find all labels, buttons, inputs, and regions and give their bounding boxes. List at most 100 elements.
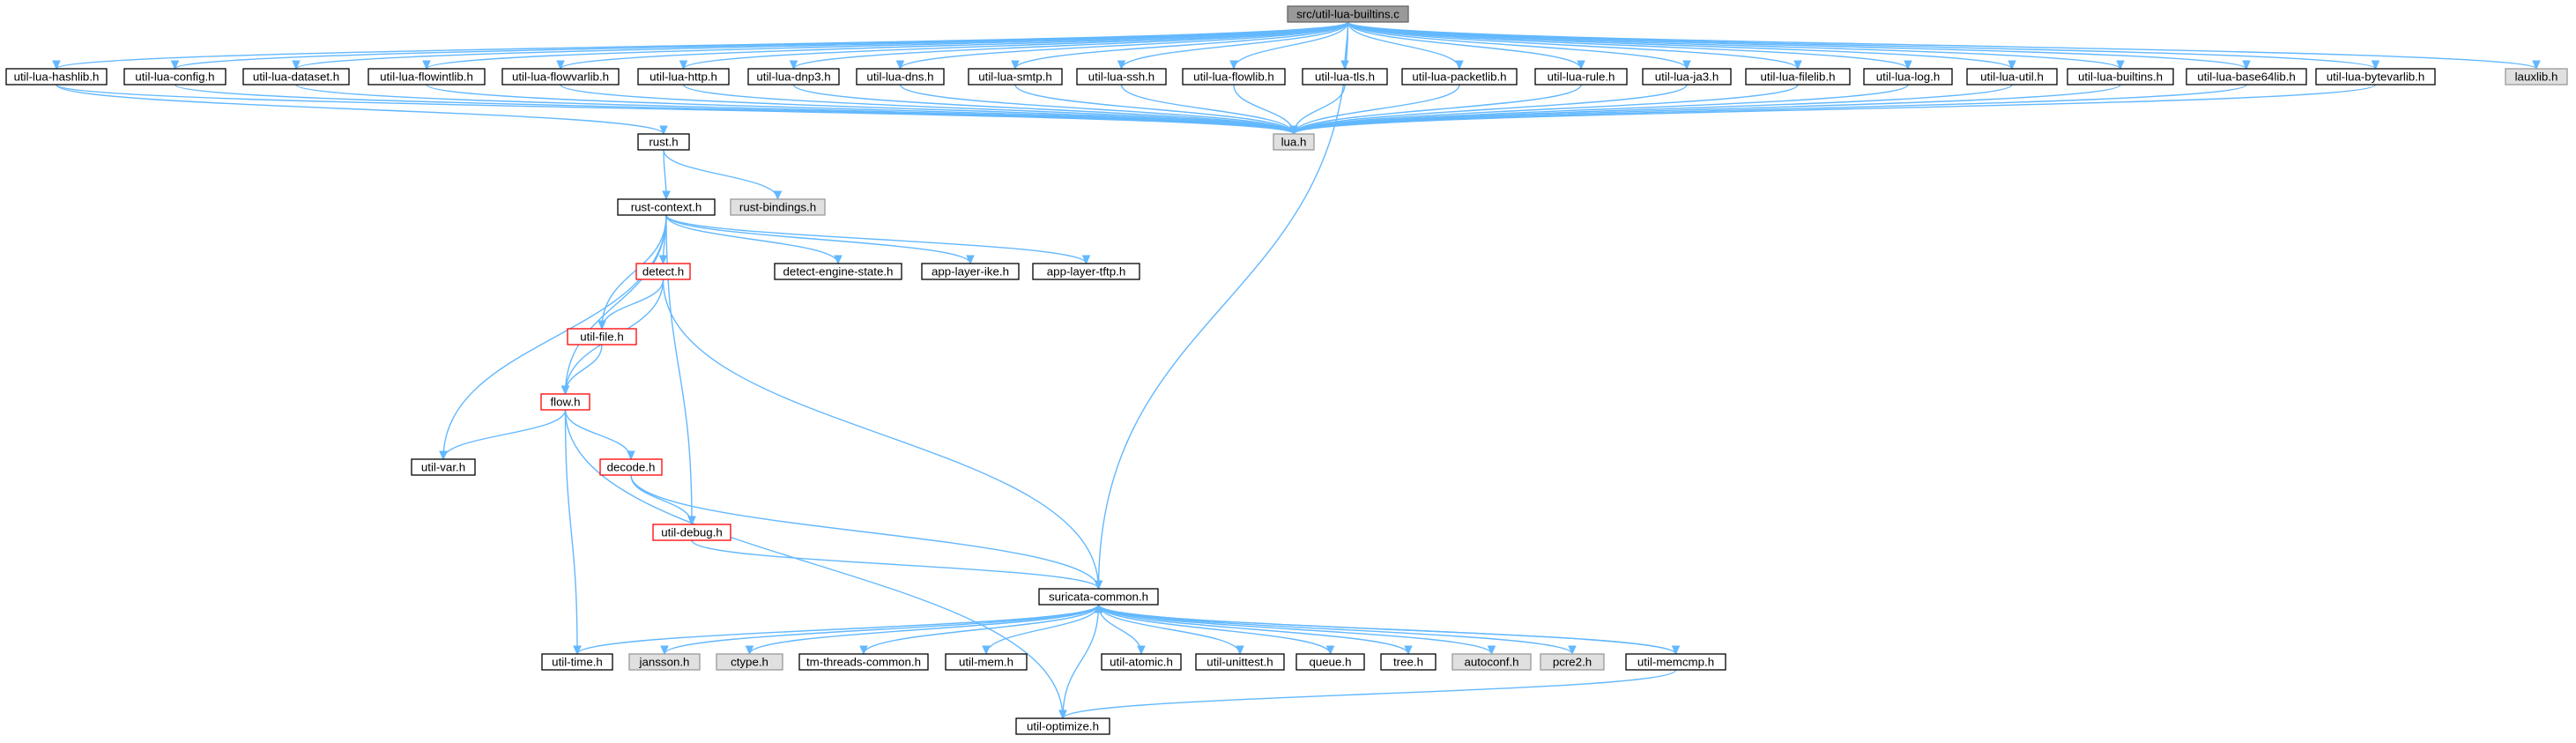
edge-util-to-lua [1293,84,2013,135]
node-utilfile-label: util-file.h [580,331,624,344]
node-utilatomic-box [1101,653,1182,671]
edge-root-to-flowlib [1233,21,1349,70]
edge-rustcontext-to-applayerike [665,214,971,264]
edge-flowvarlib-to-lua [560,84,1295,135]
node-flow[interactable]: flow.h [540,393,590,411]
node-decode[interactable]: decode.h [599,458,663,476]
node-utilvar-box [411,458,476,476]
node-config-label: util-lua-config.h [135,71,214,84]
node-dataset-label: util-lua-dataset.h [253,71,339,84]
node-ssh[interactable]: util-lua-ssh.h [1076,68,1167,85]
node-dataset-box [242,68,350,85]
node-utiloptimize[interactable]: util-optimize.h [1015,717,1110,735]
node-tmthreadscommon[interactable]: tm-threads-common.h [798,653,929,671]
node-tree[interactable]: tree.h [1380,653,1436,671]
node-flowlib[interactable]: util-lua-flowlib.h [1182,68,1286,85]
node-applayerike[interactable]: app-layer-ike.h [921,263,1020,280]
node-rustcontext[interactable]: rust-context.h [617,198,716,216]
node-suricatacommon[interactable]: suricata-common.h [1038,588,1159,606]
node-utilmem[interactable]: util-mem.h [945,653,1028,671]
node-detectenginestate[interactable]: detect-engine-state.h [774,263,902,280]
edge-dns-to-lua [899,84,1295,135]
arrowhead-rustcontext-to-detectenginestate [834,255,843,265]
node-tree-box [1380,653,1436,671]
node-detectenginestate-label: detect-engine-state.h [783,265,894,279]
edge-builtins-to-lua [1293,84,2121,135]
edge-suricatacommon-to-autoconf [1097,604,1493,655]
node-utiltime[interactable]: util-time.h [541,653,613,671]
edge-root-to-flowintlib [426,21,1349,70]
node-flowvarlib[interactable]: util-lua-flowvarlib.h [501,68,620,85]
edge-root-to-rule [1347,21,1582,70]
arrowhead-root-to-dns [895,60,905,71]
node-utilatomic[interactable]: util-atomic.h [1101,653,1182,671]
node-utildebug[interactable]: util-debug.h [652,524,731,541]
edge-suricatacommon-to-tree [1097,604,1409,655]
node-config[interactable]: util-lua-config.h [123,68,226,85]
arrowhead-decode-to-utildebug [687,516,696,526]
node-applayertftp[interactable]: app-layer-tftp.h [1032,263,1140,280]
node-dataset[interactable]: util-lua-dataset.h [242,68,350,85]
node-flow-box [540,393,590,411]
node-queue[interactable]: queue.h [1295,653,1365,671]
node-utiltime-box [541,653,613,671]
edge-flow-to-decode [564,409,632,460]
node-utildebug-box [652,524,731,541]
node-utilatomic-label: util-atomic.h [1110,656,1173,669]
node-utilmemcmp[interactable]: util-memcmp.h [1625,653,1726,671]
node-tls[interactable]: util-lua-tls.h [1302,68,1388,85]
node-log-box [1863,68,1953,85]
arrowhead-root-to-rule [1577,60,1585,71]
node-ja3[interactable]: util-lua-ja3.h [1642,68,1732,85]
edge-ja3-to-lua [1293,84,1688,135]
node-suricatacommon-box [1038,588,1159,606]
node-base64lib[interactable]: util-lua-base64lib.h [2186,68,2307,85]
edge-smtp-to-lua [1014,84,1295,135]
node-builtins-box [2067,68,2174,85]
node-utilvar[interactable]: util-var.h [411,458,476,476]
arrowhead-utildebug-to-suricatacommon [1094,580,1103,591]
node-rust-label: rust.h [649,136,678,149]
node-http[interactable]: util-lua-http.h [637,68,730,85]
node-utiloptimize-box [1015,717,1110,735]
node-applayerike-box [921,263,1020,280]
arrowhead-bytevarlib-to-lua [1289,125,1298,136]
node-builtins[interactable]: util-lua-builtins.h [2067,68,2174,85]
node-detect[interactable]: detect.h [635,263,691,280]
node-dnp3[interactable]: util-lua-dnp3.h [747,68,840,85]
node-utilfile[interactable]: util-file.h [567,328,637,345]
node-log[interactable]: util-lua-log.h [1863,68,1953,85]
arrowhead-rustcontext-to-applayerike [966,255,975,265]
arrowhead-utilfile-to-flow [560,385,570,396]
node-packetlib[interactable]: util-lua-packetlib.h [1401,68,1518,85]
edge-base64lib-to-lua [1293,84,2247,135]
arrowhead-flow-to-utilvar [439,450,448,461]
node-packetlib-label: util-lua-packetlib.h [1412,71,1506,84]
arrowhead-root-to-builtins [2116,60,2125,71]
node-smtp[interactable]: util-lua-smtp.h [968,68,1063,85]
node-dns[interactable]: util-lua-dns.h [856,68,945,85]
node-utilunittest[interactable]: util-unittest.h [1195,653,1285,671]
node-flowintlib[interactable]: util-lua-flowintlib.h [367,68,486,85]
arrowhead-rust-to-rustbindings [773,190,783,201]
edge-root-to-log [1347,21,1909,70]
node-bytevarlib[interactable]: util-lua-bytevarlib.h [2315,68,2436,85]
node-filelib[interactable]: util-lua-filelib.h [1745,68,1851,85]
edge-dataset-to-lua [295,84,1295,135]
node-util[interactable]: util-lua-util.h [1966,68,2058,85]
node-utildebug-label: util-debug.h [661,526,723,539]
node-rule[interactable]: util-lua-rule.h [1534,68,1628,85]
node-dns-label: util-lua-dns.h [866,71,933,84]
node-queue-box [1295,653,1365,671]
node-utilvar-label: util-var.h [421,461,465,474]
node-ssh-label: util-lua-ssh.h [1088,71,1154,84]
edge-suricatacommon-to-pcre2 [1097,604,1573,655]
edge-root-to-dns [899,21,1349,70]
node-rust[interactable]: rust.h [637,133,690,151]
arrowhead-suricatacommon-to-tree [1404,645,1413,656]
arrowhead-suricatacommon-to-jansson [660,645,669,656]
node-utilmemcmp-box [1625,653,1726,671]
edge-rustcontext-to-flow [564,214,667,395]
node-hashlib[interactable]: util-lua-hashlib.h [5,68,108,85]
